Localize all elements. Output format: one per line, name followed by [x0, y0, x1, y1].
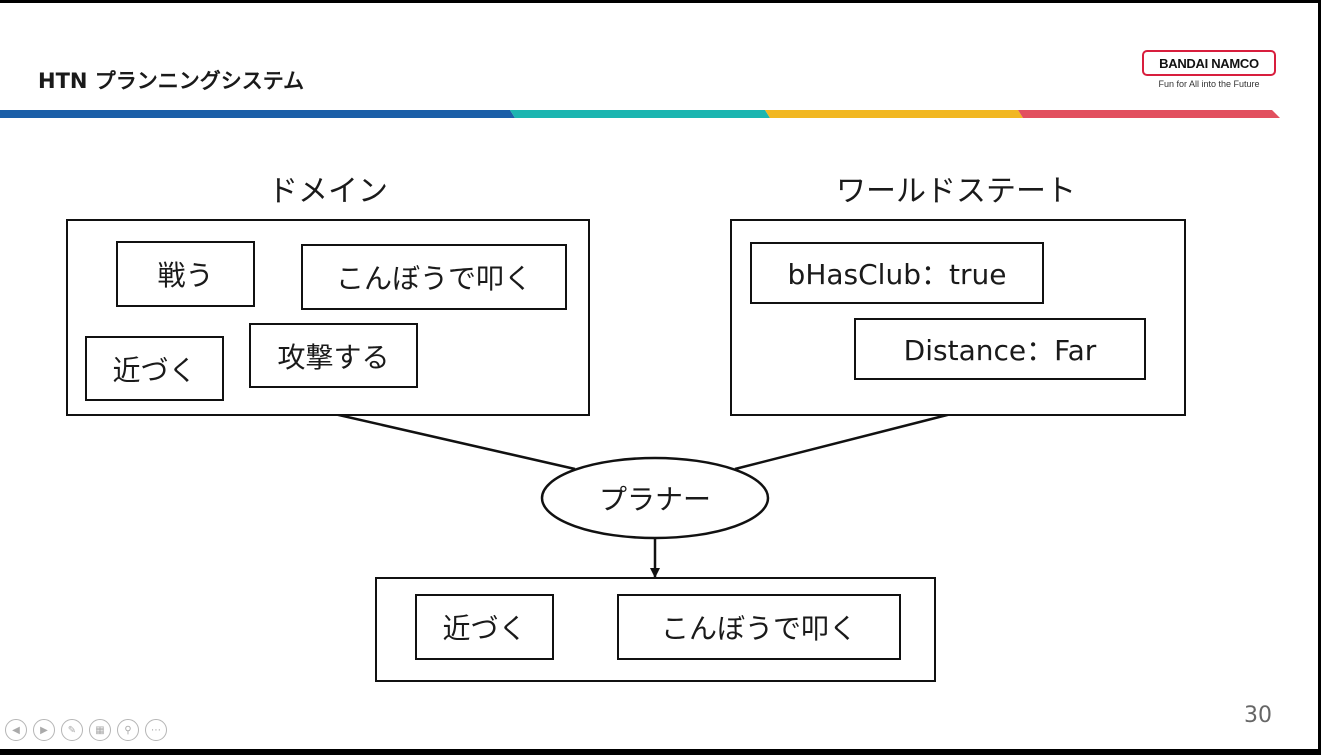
domain-task-hit-with-club: こんぼうで叩く — [301, 244, 567, 310]
slideshow-toolbar: ◀ ▶ ✎ ▦ ⚲ ⋯ — [5, 719, 167, 741]
title-color-bar — [0, 110, 1280, 118]
more-icon: ⋯ — [151, 724, 161, 736]
planner-label: プラナー — [598, 483, 711, 516]
pen-icon: ✎ — [67, 724, 77, 736]
page-number: 30 — [1244, 703, 1272, 728]
world-state-has-club: bHasClub：true — [750, 242, 1044, 304]
world-state-distance: Distance：Far — [854, 318, 1146, 380]
previous-slide-button[interactable]: ◀ — [5, 719, 27, 741]
see-all-slides-button[interactable]: ▦ — [89, 719, 111, 741]
domain-task-attack: 攻撃する — [249, 323, 418, 388]
domain-task-approach: 近づく — [85, 336, 224, 401]
brand-logo: BANDAI NAMCO — [1142, 50, 1276, 76]
color-bar-red — [1018, 110, 1280, 118]
plan-step-hit-with-club: こんぼうで叩く — [617, 594, 901, 660]
htn-diagram-connectors — [329, 411, 956, 632]
more-options-button[interactable]: ⋯ — [145, 719, 167, 741]
zoom-button[interactable]: ⚲ — [117, 719, 139, 741]
right-arrow-icon: ▶ — [40, 724, 48, 736]
logo-tagline: Fun for All into the Future — [1158, 79, 1260, 89]
logo-brand-text: BANDAI NAMCO — [1159, 55, 1259, 71]
domain-to-planner-line — [329, 411, 576, 471]
worldstate-to-planner-line — [734, 411, 956, 471]
slides-icon: ▦ — [95, 724, 105, 736]
zoom-icon: ⚲ — [124, 724, 132, 736]
color-bar-teal — [510, 110, 770, 118]
plan-step-approach: 近づく — [415, 594, 554, 660]
slide: HTN プランニングシステム BANDAI NAMCO Fun for All … — [0, 3, 1318, 749]
slide-title: HTN プランニングシステム — [38, 69, 305, 93]
world-state-heading: ワールドステート — [836, 174, 1076, 209]
color-bar-blue — [0, 110, 515, 118]
next-slide-button[interactable]: ▶ — [33, 719, 55, 741]
domain-task-fight: 戦う — [116, 241, 255, 307]
color-bar-yellow — [765, 110, 1023, 118]
domain-heading: ドメイン — [268, 174, 388, 209]
pen-tool-button[interactable]: ✎ — [61, 719, 83, 741]
left-arrow-icon: ◀ — [12, 724, 20, 736]
